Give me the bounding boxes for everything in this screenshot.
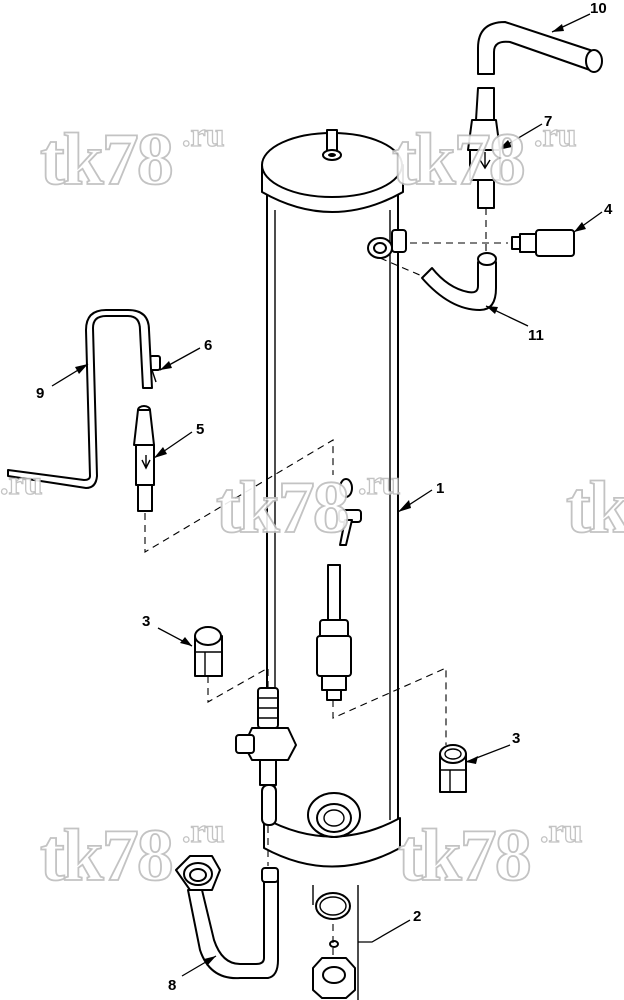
- center-valve: [316, 478, 362, 701]
- watermark-text: tk78: [40, 815, 172, 897]
- callout-7: 7: [544, 113, 552, 130]
- watermark-domain: .ru: [534, 117, 577, 154]
- callouts: 1 2 3 3 4 5 6 7 8 9 10 11: [36, 0, 613, 994]
- receiver-tank: [261, 129, 407, 868]
- bottom-plug-assembly: [312, 880, 359, 1000]
- fitting-lower-right: [439, 744, 467, 793]
- callout-4: 4: [604, 201, 613, 218]
- watermark-domain: .ru: [182, 813, 225, 850]
- watermark-domain: .ru: [182, 117, 225, 154]
- discharge-pipe: [7, 309, 153, 489]
- fitting-upper-left: [194, 626, 223, 677]
- liquid-line-pipe: [175, 855, 279, 980]
- left-filter: [133, 405, 155, 512]
- elbow-tube: [421, 252, 497, 311]
- watermark-domain: .ru: [0, 465, 43, 502]
- assembly-lines: [144, 208, 508, 958]
- watermark-text: tk78: [392, 119, 524, 201]
- callout-6: 6: [204, 337, 212, 354]
- callout-3-upper: 3: [142, 613, 150, 630]
- callout-9: 9: [36, 385, 44, 402]
- watermark-text: tk78: [566, 467, 624, 549]
- watermark-domain: .ru: [540, 813, 583, 850]
- upper-pipe: [477, 21, 603, 75]
- upper-sight-glass: [467, 87, 501, 209]
- pressure-switch: [511, 229, 575, 257]
- leader-lines: [51, 13, 603, 977]
- watermark-text: tk78: [216, 467, 348, 549]
- callout-2: 2: [413, 908, 421, 925]
- watermark-text: tk78: [40, 119, 172, 201]
- callout-3-lower: 3: [512, 730, 520, 747]
- watermarks: tk78 .ru tk78 .ru tk78 .ru .ru tk78 tk78…: [0, 116, 624, 898]
- lower-service-valve: [235, 687, 297, 826]
- callout-8: 8: [168, 977, 176, 994]
- callout-10: 10: [590, 0, 607, 17]
- callout-1: 1: [436, 480, 444, 497]
- callout-5: 5: [196, 421, 204, 438]
- callout-11: 11: [528, 327, 544, 344]
- watermark-text: tk78: [398, 815, 530, 897]
- watermark-domain: .ru: [358, 465, 401, 502]
